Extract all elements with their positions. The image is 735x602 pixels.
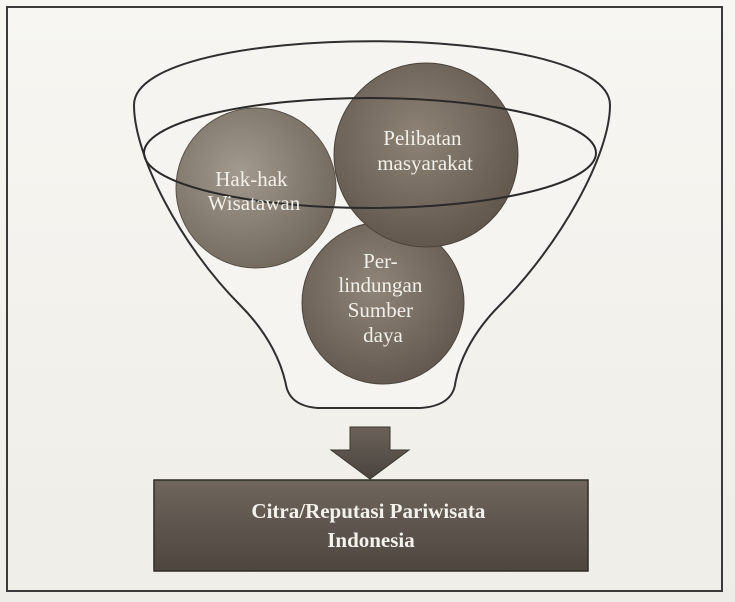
label-bottom-line-3: Sumber <box>348 298 413 322</box>
figure-frame <box>6 6 723 592</box>
label-bottom: Per- lindungan Sumber daya <box>338 249 427 347</box>
label-bottom-line-2: lindungan <box>338 273 422 297</box>
circle-pelibatan-masyarakat <box>333 62 519 248</box>
label-bottom-line-4: daya <box>363 323 403 347</box>
funnel-rim <box>143 97 597 209</box>
result-box <box>153 479 589 572</box>
label-right: Pelibatan masyarakat <box>377 126 473 175</box>
label-right-line-1: Pelibatan <box>383 126 462 150</box>
label-right-line-2: masyarakat <box>377 151 473 175</box>
circle-hak-hak-wisatawan <box>175 107 337 269</box>
result-box-label: Citra/Reputasi Pariwisata Indonesia <box>251 499 490 552</box>
label-left-line-1: Hak-hak <box>215 167 288 191</box>
label-bottom-line-1: Per- <box>363 249 398 273</box>
label-left: Hak-hak Wisatawan <box>208 167 301 215</box>
down-arrow-icon <box>329 426 411 480</box>
label-left-line-2: Wisatawan <box>208 191 301 215</box>
result-box-line-2: Indonesia <box>327 528 415 552</box>
result-box-line-1: Citra/Reputasi Pariwisata <box>251 499 485 523</box>
